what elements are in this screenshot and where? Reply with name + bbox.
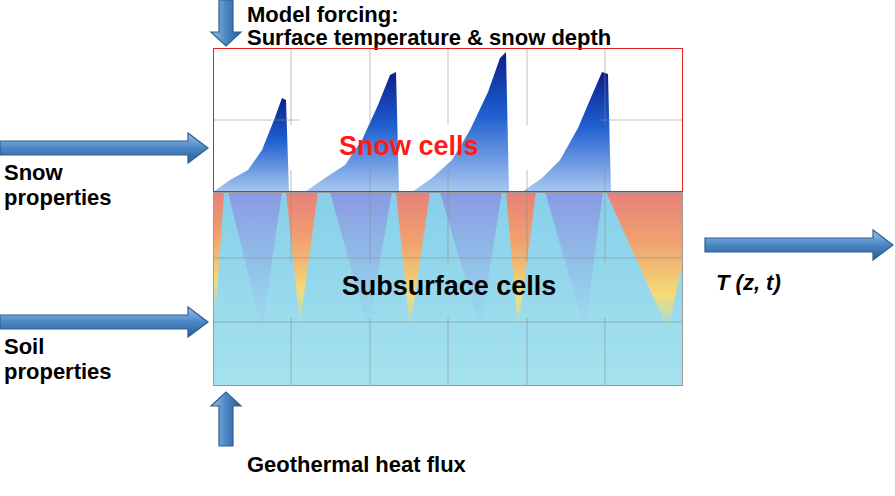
input-label: Soil properties	[4, 334, 124, 384]
region-label: Snow cells	[339, 131, 479, 161]
forcing-label: Surface temperature & snow depth	[247, 25, 611, 50]
output-label: T (z, t)	[716, 270, 781, 295]
input-label: Snow properties	[4, 160, 124, 210]
boundary-label: Geothermal heat flux	[247, 452, 466, 477]
snow-cells-region: Snow cells	[213, 48, 683, 192]
region-label: Subsurface cells	[342, 271, 557, 301]
subsurface-cells-region: Subsurface cells	[213, 192, 683, 386]
forcing-label: Model forcing:	[247, 2, 399, 27]
